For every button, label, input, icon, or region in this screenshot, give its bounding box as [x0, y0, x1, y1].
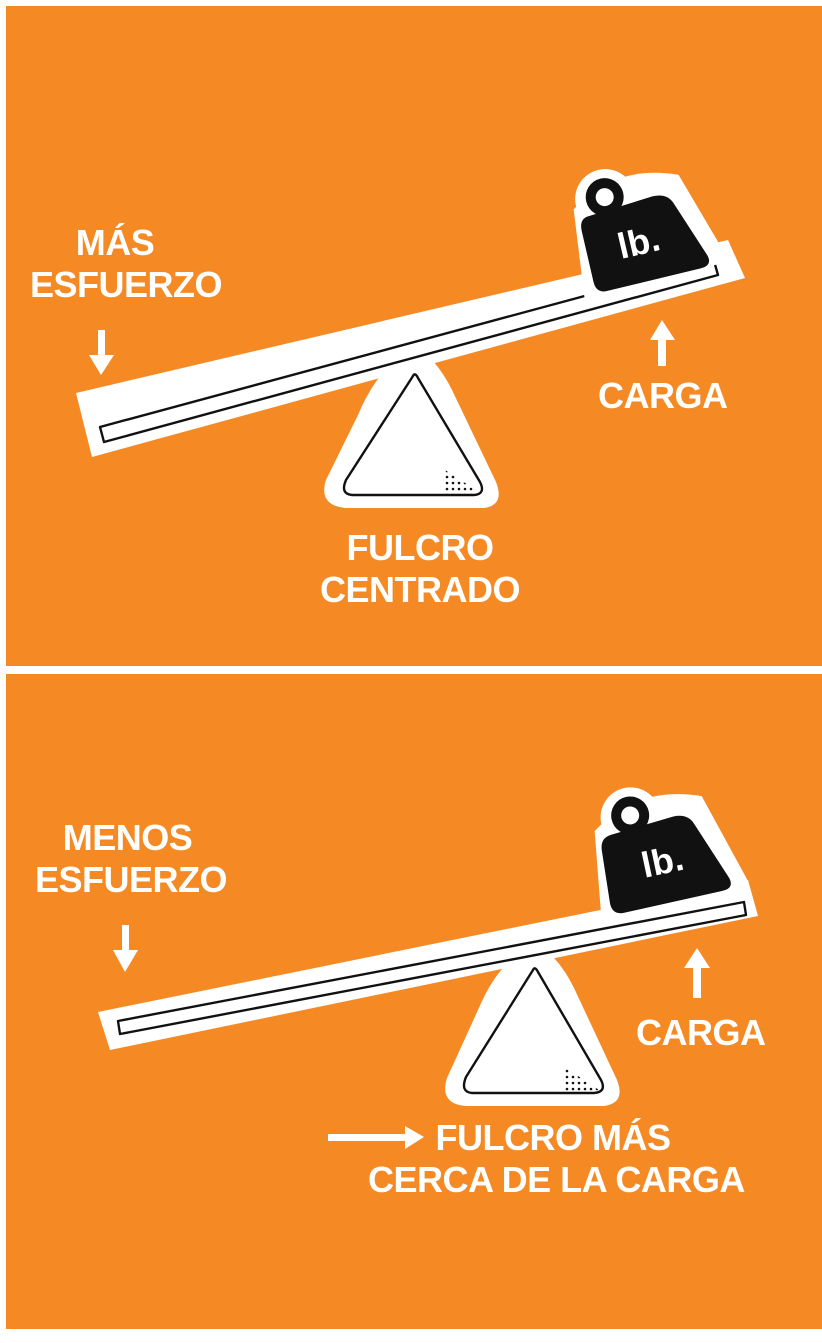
bottom-load-label: CARGA	[636, 1012, 766, 1054]
bottom-load-label-text: CARGA	[636, 1012, 766, 1053]
top-fulcrum-label: FULCRO CENTRADO	[300, 527, 540, 612]
top-fulcrum-triangle	[324, 357, 499, 508]
top-effort-arrow	[89, 330, 114, 375]
bottom-panel	[6, 674, 822, 1329]
top-lever-system: lb.	[76, 169, 745, 508]
bottom-fulcrum-shading	[562, 1068, 602, 1093]
top-load-arrow	[650, 320, 675, 366]
bottom-load-arrow	[684, 948, 710, 998]
bottom-weight: lb.	[594, 787, 749, 922]
bottom-effort-label-line-1: MENOS	[62, 817, 193, 858]
top-fulcrum-label-line-2: CENTRADO	[320, 569, 521, 611]
top-fulcrum-label-line-1: FULCRO	[346, 527, 494, 568]
bottom-fulcrum-label: FULCRO MÁS CERCA DE LA CARGA	[368, 1117, 745, 1202]
top-effort-label-line-1: MÁS	[75, 222, 155, 263]
top-load-label-text: CARGA	[598, 375, 728, 416]
bottom-weight-label: lb.	[638, 837, 688, 886]
top-effort-label: MÁS ESFUERZO	[30, 222, 223, 307]
top-fulcrum-shading	[442, 470, 482, 495]
top-weight: lb.	[573, 169, 730, 305]
bottom-lever-system: lb.	[98, 787, 758, 1149]
fulcrum-pointer-arrow	[328, 1126, 424, 1149]
bottom-fulcrum-triangle	[445, 952, 620, 1106]
bottom-effort-label: MENOS ESFUERZO	[35, 817, 228, 902]
top-effort-label-line-2: ESFUERZO	[30, 264, 223, 306]
top-load-label: CARGA	[598, 375, 728, 417]
bottom-fulcrum-label-line-1: FULCRO MÁS	[435, 1117, 671, 1158]
bottom-effort-arrow	[113, 925, 138, 972]
bottom-fulcrum-label-line-2: CERCA DE LA CARGA	[368, 1159, 745, 1201]
bottom-effort-label-line-2: ESFUERZO	[35, 859, 228, 901]
top-weight-label: lb.	[614, 217, 664, 266]
